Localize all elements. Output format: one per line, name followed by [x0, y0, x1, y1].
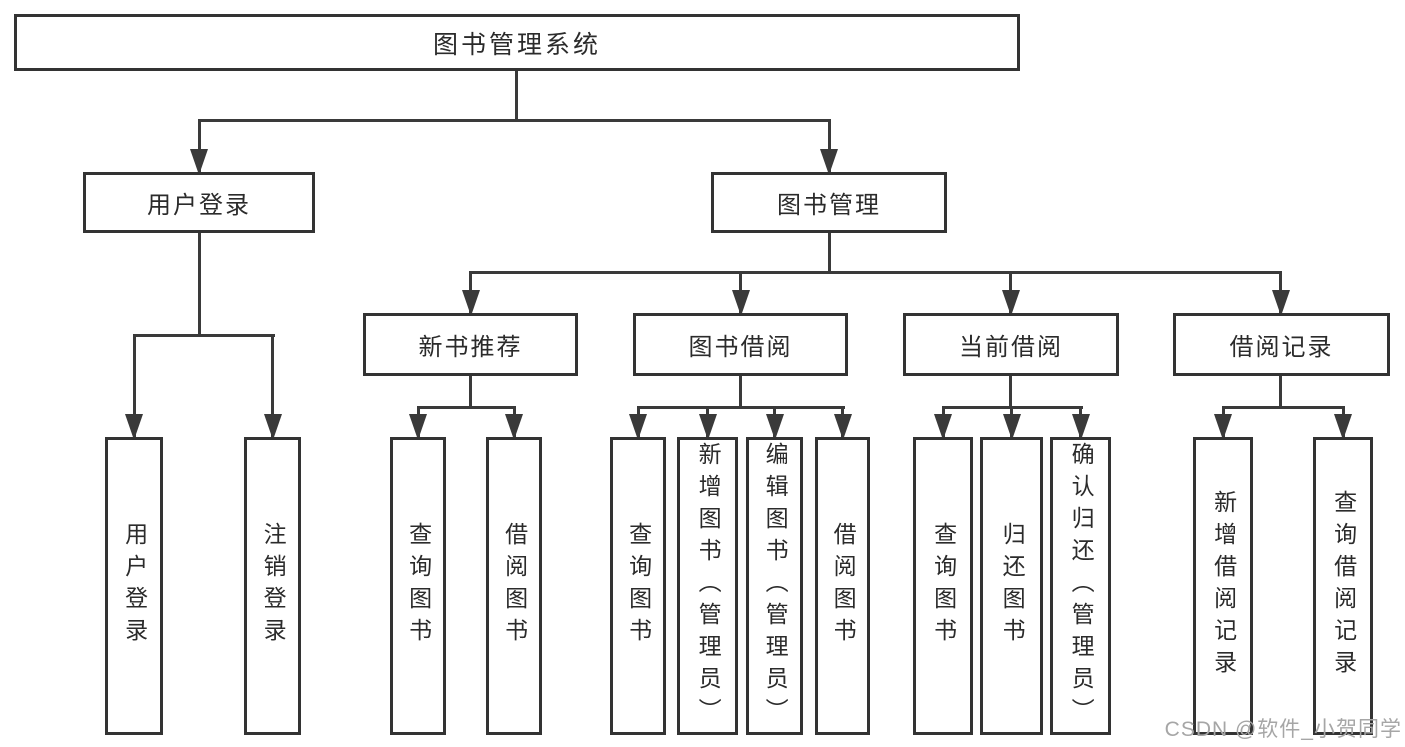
connector-vline [469, 375, 472, 408]
connector-arrow-down [271, 334, 274, 439]
connector-arrow-down [1279, 271, 1282, 315]
connector-arrow-down [773, 406, 776, 439]
connector-vline [739, 375, 742, 408]
node-label: 用户登录 [147, 192, 251, 219]
node-borrow-records: 借阅记录 [1173, 313, 1390, 376]
connector-arrow-down [197, 119, 201, 174]
node-book-management: 图书管理 [711, 172, 947, 233]
leaf-recommend-query-books: 查询图书 [390, 437, 446, 735]
leaf-label: 查询图书 [405, 522, 432, 650]
leaf-label: 新增借阅记录 [1210, 490, 1237, 682]
leaf-borrow-add-books-admin: 新增图书（管理员） [677, 437, 738, 735]
leaf-borrow-borrow-books: 借阅图书 [815, 437, 870, 735]
connector-arrow-down [1009, 271, 1012, 315]
leaf-logout: 注销登录 [244, 437, 301, 735]
connector-vline [197, 232, 201, 336]
node-label: 当前借阅 [959, 334, 1063, 361]
leaf-current-query-books: 查询图书 [913, 437, 973, 735]
connector-arrow-down [706, 406, 709, 439]
leaf-label: 查询图书 [625, 522, 652, 650]
connector-vline [514, 70, 518, 122]
connector-arrow-down [416, 406, 420, 439]
connector-arrow-down [469, 271, 472, 315]
leaf-recommend-borrow-books: 借阅图书 [486, 437, 542, 735]
leaf-borrow-edit-books-admin: 编辑图书（管理员） [746, 437, 803, 735]
connector-hline [197, 119, 831, 122]
connector-vline [1279, 375, 1282, 408]
node-label: 借阅记录 [1229, 334, 1334, 361]
leaf-label: 查询借阅记录 [1330, 490, 1357, 682]
connector-vline [827, 232, 831, 273]
connector-arrow-down [512, 406, 516, 439]
leaf-records-query-record: 查询借阅记录 [1313, 437, 1373, 735]
node-book-borrow: 图书借阅 [633, 313, 848, 376]
node-current-borrow: 当前借阅 [903, 313, 1119, 376]
leaf-label: 新增图书（管理员） [695, 442, 722, 730]
node-user-login: 用户登录 [83, 172, 315, 233]
node-label: 图书管理系统 [432, 30, 601, 59]
connector-hline [1221, 406, 1345, 409]
connector-vline [1009, 375, 1012, 408]
connector-arrow-down [1010, 406, 1013, 439]
leaf-current-confirm-return-admin: 确认归还（管理员） [1050, 437, 1111, 735]
connector-arrow-down [1079, 406, 1082, 439]
leaf-user-login: 用户登录 [105, 437, 163, 735]
connector-hline [636, 406, 845, 409]
leaf-label: 借阅图书 [830, 522, 857, 650]
leaf-borrow-query-books: 查询图书 [610, 437, 666, 735]
connector-hline [416, 406, 516, 409]
connector-arrow-down [941, 406, 945, 439]
connector-hline [132, 334, 275, 337]
connector-arrow-down [827, 119, 831, 174]
connector-arrow-down [132, 334, 136, 439]
node-label: 新书推荐 [418, 334, 523, 361]
connector-arrow-down [1221, 406, 1225, 439]
leaf-label: 归还图书 [999, 522, 1026, 650]
watermark: CSDN @软件_小贺同学 [1164, 718, 1402, 741]
leaf-label: 编辑图书（管理员） [762, 442, 789, 730]
node-new-book-recommend: 新书推荐 [363, 313, 578, 376]
node-label: 图书管理 [777, 192, 881, 219]
leaf-label: 查询图书 [930, 522, 957, 650]
connector-arrow-down [841, 406, 844, 439]
leaf-label: 注销登录 [260, 522, 287, 650]
node-label: 图书借阅 [688, 334, 793, 361]
leaf-current-return-books: 归还图书 [980, 437, 1043, 735]
leaf-records-add-record: 新增借阅记录 [1193, 437, 1253, 735]
connector-hline [469, 271, 1282, 274]
connector-arrow-down [739, 271, 742, 315]
node-library-system: 图书管理系统 [14, 14, 1020, 71]
connector-arrow-down [636, 406, 640, 439]
leaf-label: 确认归还（管理员） [1068, 442, 1095, 730]
leaf-label: 借阅图书 [501, 522, 528, 650]
leaf-label: 用户登录 [121, 522, 148, 650]
connector-arrow-down [1341, 406, 1345, 439]
